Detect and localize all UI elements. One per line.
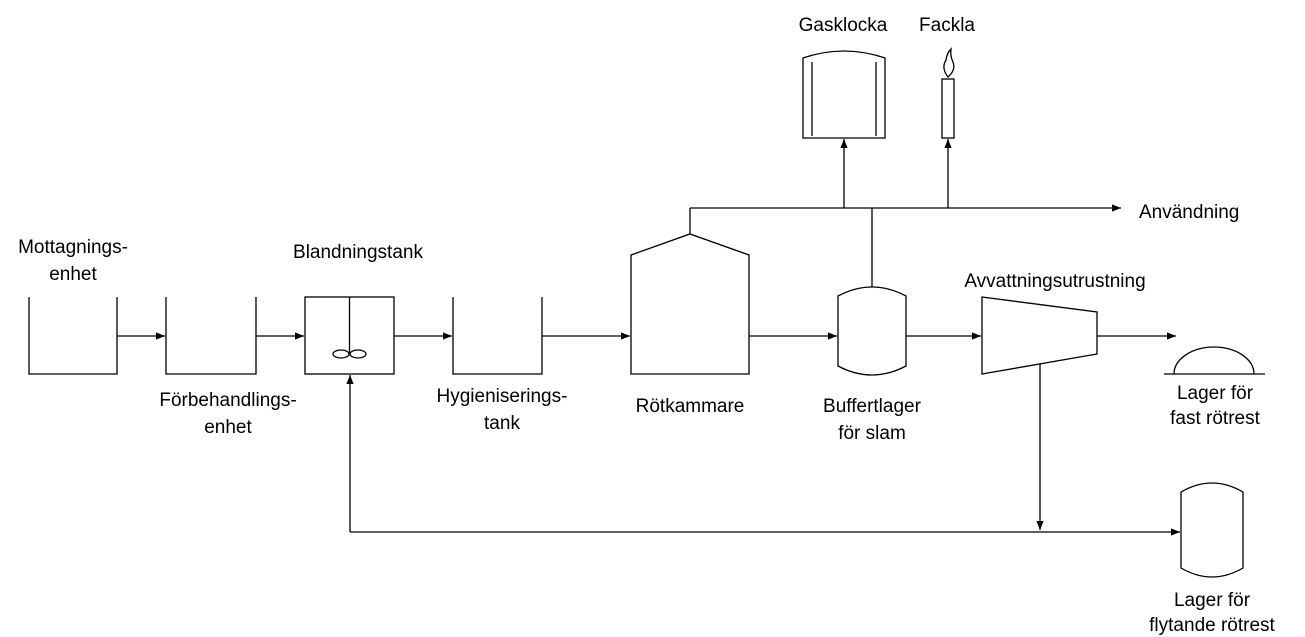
fackla-stack	[941, 78, 955, 139]
label-hygienisering-1: Hygieniserings-	[437, 386, 568, 407]
label-mottagning-2: enhet	[49, 264, 97, 285]
label-flytande-1: Lager för	[1174, 590, 1251, 611]
hygieniseringstank-tank	[452, 297, 543, 375]
fackla-flame-icon	[943, 47, 955, 78]
flytande-rotrest-tank	[1180, 482, 1244, 578]
label-mottagning-1: Mottagnings-	[18, 237, 128, 258]
mixer-blade-left	[332, 349, 350, 359]
avvattning-unit	[981, 296, 1098, 375]
label-blandningstank: Blandningstank	[293, 242, 423, 263]
label-hygienisering-2: tank	[484, 413, 520, 434]
label-fast-1: Lager för	[1177, 383, 1254, 404]
label-forbehandling-1: Förbehandlings-	[159, 390, 296, 411]
mixer-blade-right	[349, 349, 367, 359]
label-avvattning: Avvattningsutrustning	[964, 271, 1145, 292]
label-gasklocka: Gasklocka	[799, 15, 888, 36]
gasklocka-holder	[802, 50, 886, 139]
label-rotkammare: Rötkammare	[636, 396, 745, 417]
label-anvandning: Användning	[1139, 202, 1239, 223]
label-buffert-2: för slam	[838, 423, 906, 444]
forbehandlingsenhet-tank	[165, 297, 257, 375]
gasklocka-inner	[811, 62, 877, 136]
buffertlager-tank	[837, 286, 907, 376]
fast-rotrest-heap	[1164, 346, 1265, 375]
label-fackla: Fackla	[919, 15, 975, 36]
label-flytande-2: flytande rötrest	[1149, 615, 1275, 636]
mottagningsenhet-tank	[28, 297, 118, 375]
label-fast-2: fast rötrest	[1170, 408, 1260, 429]
label-buffert-1: Buffertlager	[823, 396, 922, 417]
rotkammare-vessel	[630, 233, 750, 375]
label-forbehandling-2: enhet	[204, 417, 252, 438]
